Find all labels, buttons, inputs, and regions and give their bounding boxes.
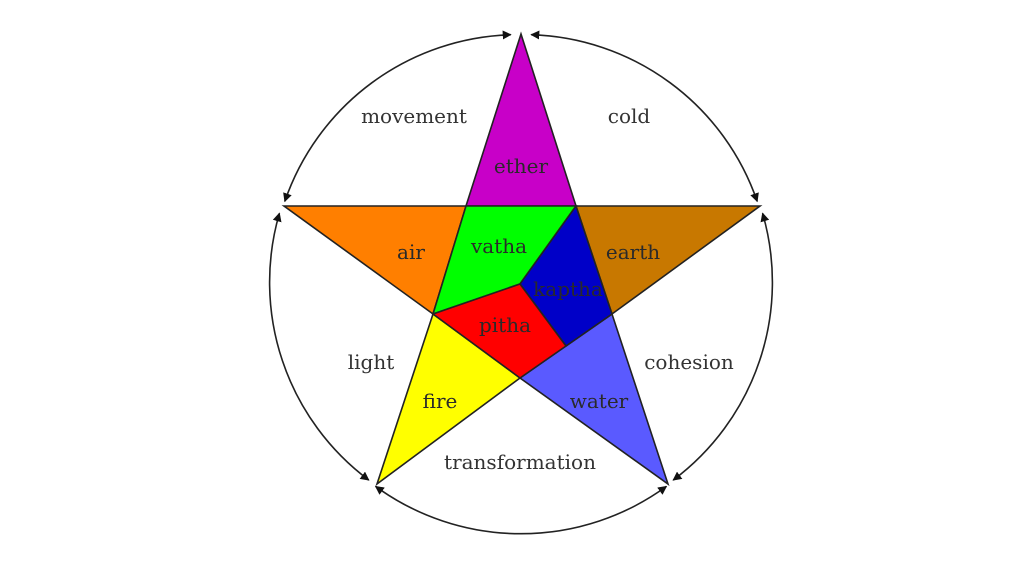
arc-earth-water <box>672 212 774 481</box>
dosha-center <box>431 204 613 379</box>
transformation-label: transformation <box>444 450 596 474</box>
dosha-labels: vatha kaptha pitha <box>470 234 603 337</box>
pitha-label: pitha <box>479 313 531 337</box>
element-labels: ether air earth fire water <box>397 154 660 413</box>
element-points <box>281 31 763 487</box>
cold-label: cold <box>608 104 651 128</box>
pitha-region <box>431 283 568 379</box>
arc-air-ether <box>283 30 512 203</box>
quality-labels: movement cold cohesion transformation li… <box>348 104 734 474</box>
air-label: air <box>397 240 425 264</box>
outer-cycle <box>268 30 774 535</box>
arc-ether-earth <box>530 30 759 203</box>
arc-fire-air <box>268 212 370 481</box>
ether-label: ether <box>494 154 549 178</box>
kaptha-label: kaptha <box>533 277 603 301</box>
light-label: light <box>348 350 395 374</box>
vatha-label: vatha <box>470 234 527 258</box>
cohesion-label: cohesion <box>644 350 734 374</box>
ether-point <box>464 31 578 207</box>
earth-label: earth <box>606 240 660 264</box>
arc-water-fire <box>374 485 668 535</box>
fire-label: fire <box>423 389 458 413</box>
water-label: water <box>570 389 629 413</box>
movement-label: movement <box>361 104 467 128</box>
